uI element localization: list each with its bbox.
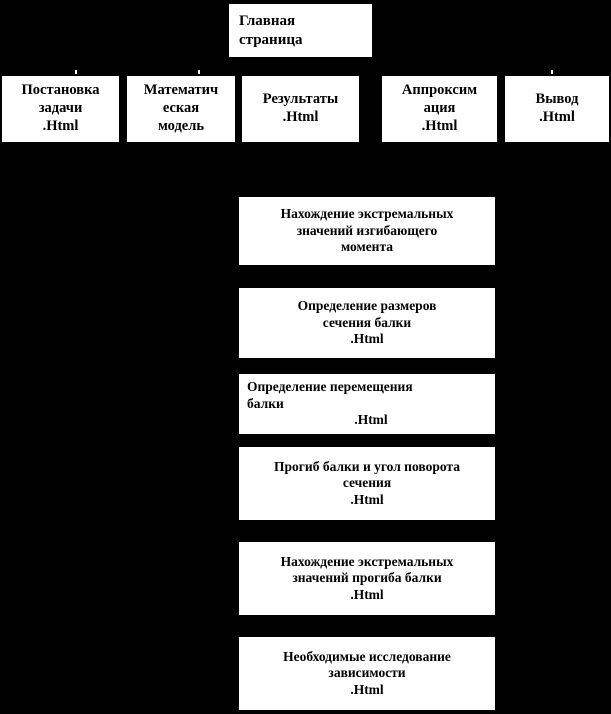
node-line: .Html [421,117,458,134]
connector-tick [551,70,553,74]
node-line: Результаты [262,91,339,108]
node-glavnaya-stranica[interactable]: Главная страница [229,4,372,57]
node-line: .Html [350,491,384,507]
node-line: задачи [38,100,83,117]
node-line: .Html [350,681,384,697]
node-line: Главная [239,13,296,30]
node-line: Аппроксим [401,82,478,99]
node-line: Нахождение экстремальных [280,206,454,222]
node-matematicheskaya-model[interactable]: Математич еская модель [127,76,235,142]
connector-tick [198,70,200,74]
node-line: Математич [143,82,219,99]
node-line: еская [162,100,200,117]
node-line: Прогиб балки и угол поворота [274,458,460,474]
node-line: балки [247,395,284,411]
connector-tick [75,70,77,74]
node-line: значений изгибающего [296,222,438,238]
node-line: сечения [342,475,392,491]
node-rezultaty[interactable]: Результаты .Html [242,76,359,142]
node-line: модель [157,117,205,134]
node-line: .Html [42,117,79,134]
node-ekstremalnye-znacheniya-progiba-balki[interactable]: Нахождение экстремальных значений прогиб… [239,542,495,615]
node-neobhodimye-issledovanie-zavisimosti[interactable]: Необходимые исследование зависимости .Ht… [239,637,495,710]
node-approksimaciya[interactable]: Аппроксим ация .Html [382,76,497,142]
node-peremeshchenie-balki[interactable]: Определение перемещения балки .Html [239,374,495,434]
node-ekstremalnye-znacheniya-izgibayushchego-momenta[interactable]: Нахождение экстремальных значений изгиба… [239,197,495,265]
node-line: момента [340,239,394,255]
node-postanovka-zadachi[interactable]: Постановка задачи .Html [2,76,119,142]
node-line: .Html [539,109,575,125]
node-line: .Html [350,586,384,602]
node-line: Нахождение экстремальных [280,553,454,569]
node-line: .Html [354,412,388,428]
node-line: Определение перемещения [247,379,413,395]
node-line: ация [423,100,456,117]
node-line: .Html [282,109,319,125]
node-line: .Html [350,331,384,347]
node-line: значений прогиба балки [292,570,442,586]
node-line: сечения балки [322,314,412,330]
node-line: Необходимые исследование [283,648,451,664]
node-line: Постановка [21,82,100,99]
node-line: Вывод [535,91,579,108]
node-line: зависимости [328,665,406,681]
node-line: Определение размеров [297,298,437,314]
node-line: страница [239,31,303,48]
node-progib-balki-ugol-povorota[interactable]: Прогиб балки и угол поворота сечения .Ht… [239,447,495,520]
node-vyvod[interactable]: Вывод .Html [505,76,609,142]
node-razmery-secheniya-balki[interactable]: Определение размеров сечения балки .Html [239,288,495,358]
